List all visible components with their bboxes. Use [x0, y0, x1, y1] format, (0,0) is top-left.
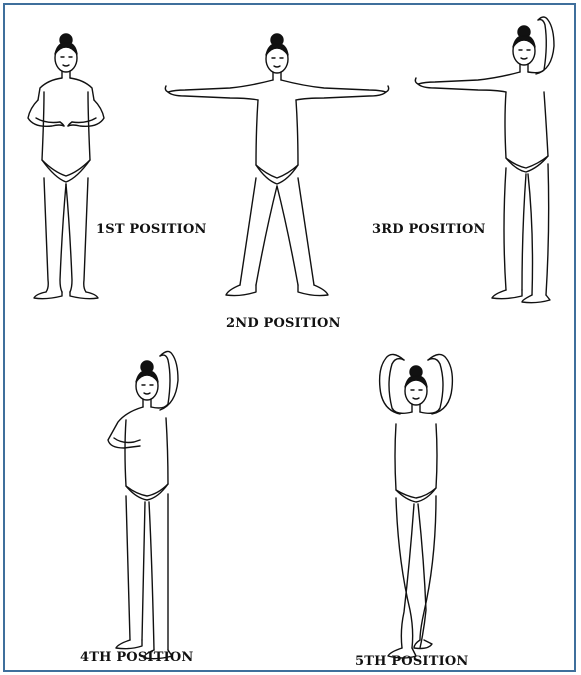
figure-fifth-position	[380, 354, 453, 658]
label-first-position: 1ST POSITION	[96, 222, 207, 237]
label-second-position: 2ND POSITION	[226, 316, 341, 331]
figure-first-position	[28, 34, 104, 299]
label-third-position: 3RD POSITION	[372, 222, 486, 237]
figure-second-position	[165, 34, 388, 296]
label-fifth-position: 5TH POSITION	[355, 654, 468, 669]
label-fourth-position: 4TH POSITION	[80, 650, 193, 665]
figure-third-position	[415, 17, 554, 303]
figure-fourth-position	[108, 351, 178, 658]
